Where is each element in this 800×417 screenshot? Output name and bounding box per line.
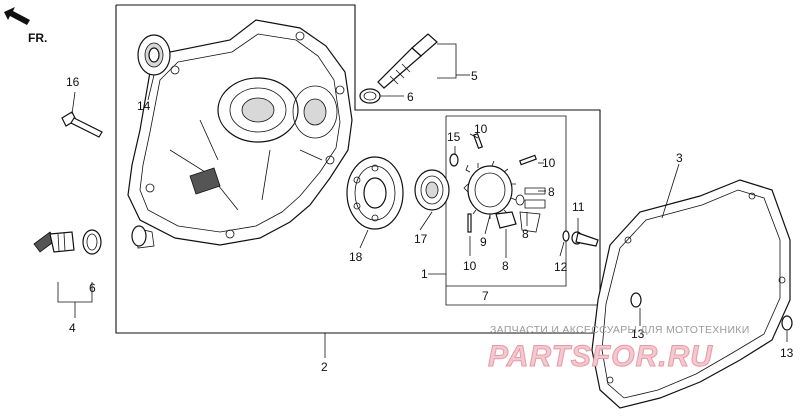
callout-7: 7	[482, 289, 489, 303]
front-arrow-icon	[4, 7, 30, 25]
front-direction-indicator: FR.	[4, 7, 47, 45]
governor-assembly-part	[449, 132, 546, 233]
filler-o-ring-part	[359, 88, 381, 104]
drain-washer-part	[82, 229, 102, 255]
crankcase-cover	[127, 19, 353, 249]
callout-13-right: 13	[780, 346, 794, 360]
dowel-pin-part	[630, 292, 642, 308]
thrust-washer-part	[562, 230, 570, 242]
callout-13-left: 13	[631, 327, 645, 341]
leader-lines	[57, 43, 788, 342]
watermark-caption: ЗАПЧАСТИ И АКСЕССУАРЫ ДЛЯ МОТОТЕХНИКИ	[490, 324, 750, 336]
watermark-brand: PARTSFOR.RU	[488, 340, 713, 373]
callout-17: 17	[414, 232, 428, 246]
front-label: FR.	[28, 31, 47, 45]
callout-5: 5	[471, 69, 478, 83]
callout-6-filler: 6	[407, 90, 414, 104]
pin-bolt-part	[571, 231, 599, 247]
case-cover-gasket-part	[591, 179, 791, 409]
watermark: ЗАПЧАСТИ И АКСЕССУАРЫ ДЛЯ МОТОТЕХНИКИ PA…	[488, 324, 750, 374]
callout-3: 3	[676, 151, 683, 165]
callout-12: 12	[554, 260, 568, 274]
small-bearing-part	[414, 169, 450, 211]
group-bracket-lines	[115, 4, 601, 358]
radial-ball-bearing-part	[346, 156, 404, 230]
callout-8-right: 8	[522, 227, 529, 241]
callout-8-upper: 8	[548, 185, 555, 199]
callout-4: 4	[69, 321, 76, 335]
drain-plug-part	[33, 231, 75, 253]
oil-seal-part	[137, 34, 171, 76]
callout-14: 14	[137, 99, 151, 113]
flange-bolt-part	[61, 111, 103, 138]
callout-11: 11	[572, 200, 585, 214]
callout-6-drain: 6	[89, 281, 96, 295]
callout-10-right: 10	[542, 156, 556, 170]
callout-2: 2	[321, 360, 328, 374]
callout-9: 9	[480, 235, 487, 249]
callout-1: 1	[421, 267, 428, 281]
dowel-pin-part	[781, 315, 793, 331]
callout-8-lower: 8	[502, 259, 509, 273]
callout-15: 15	[447, 130, 461, 144]
callout-16: 16	[66, 75, 80, 89]
callout-labels: 1 2 3 4 5 6 6 7 8 8 8 9 10 10 10 11 12 1…	[66, 69, 794, 374]
callout-18: 18	[349, 250, 363, 264]
callout-10-top: 10	[474, 122, 488, 136]
callout-10-bottom: 10	[463, 259, 477, 273]
oil-filler-cap-part	[377, 33, 438, 89]
